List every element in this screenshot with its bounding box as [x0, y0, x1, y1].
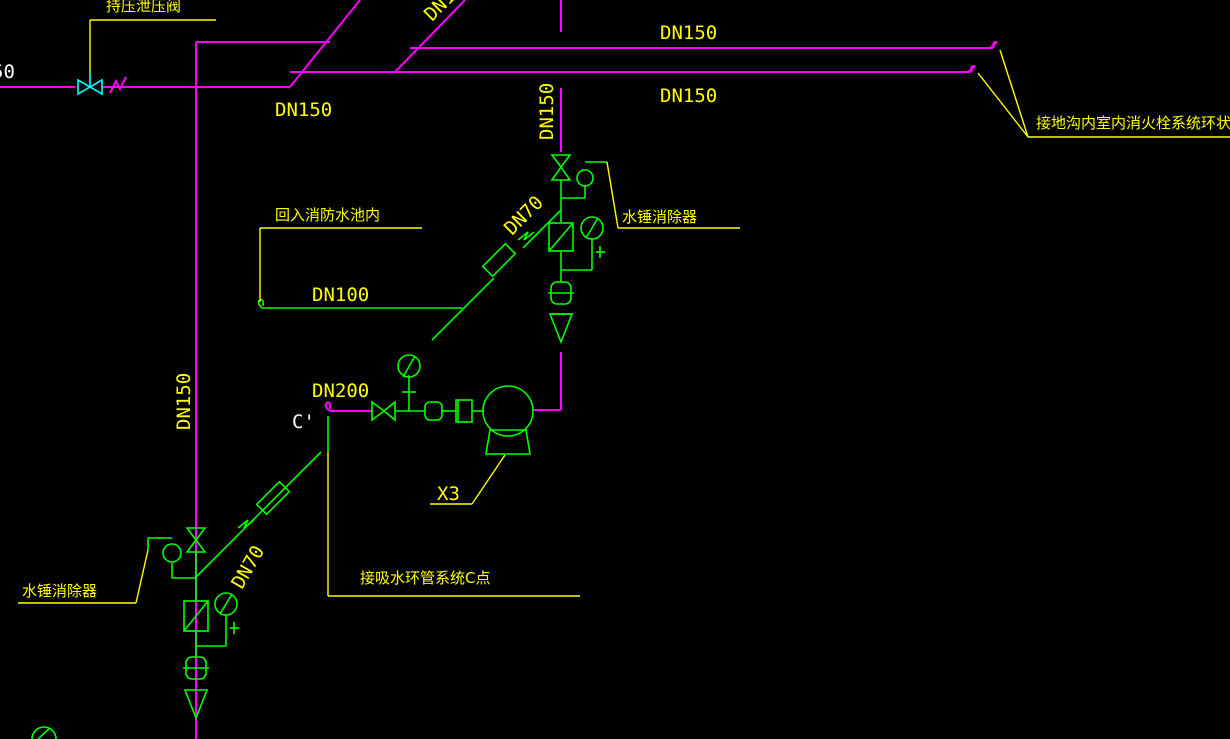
label-water-hammer-left: 水锤消除器 [22, 582, 97, 600]
riser-flex-joint [548, 281, 574, 345]
label-pump-x3: X3 [437, 483, 460, 505]
label-dn150-diag: DN150 [420, 0, 476, 26]
label-dn150-lower: DN150 [660, 85, 717, 107]
label-dn150-vertical: DN150 [173, 373, 195, 430]
label-point-c: C' [292, 411, 315, 433]
pipe-end-hooks [257, 40, 998, 412]
label-dn150-main: DN150 [275, 99, 332, 121]
label-dn100: DN100 [312, 284, 369, 306]
label-suction-c-point: 接吸水环管系统C点 [360, 569, 490, 587]
bottom-left-gauge [31, 726, 57, 739]
label-dn70-upper: DN70 [500, 192, 548, 240]
label-water-hammer-right: 水锤消除器 [622, 208, 697, 226]
left-check-valve [183, 592, 239, 647]
lower-dn70-fittings [237, 480, 291, 529]
relief-valve-symbol [77, 19, 216, 96]
riser-check-valve [548, 216, 605, 271]
suction-gate-valve [371, 354, 421, 422]
left-gate-valve [162, 527, 207, 563]
label-relief-valve: 持压泄压阀 [106, 0, 181, 15]
pipe-network [0, 0, 993, 739]
fire-pump [424, 385, 534, 455]
riser-gate-valve [550, 154, 594, 187]
label-left-edge: 50 [0, 61, 15, 83]
label-dn150-riser: DN150 [536, 83, 558, 140]
label-dn200: DN200 [312, 380, 369, 402]
upper-dn70-fittings [481, 231, 535, 278]
leader-lines [18, 49, 1230, 604]
label-return-pool: 回入消防水池内 [275, 206, 380, 224]
left-flex-joint [183, 656, 209, 721]
label-indoor-network: 接地沟内室内消火栓系统环状管网 [1036, 114, 1230, 132]
green-piping [147, 161, 607, 656]
label-dn70-lower: DN70 [227, 542, 269, 593]
label-dn150-top: DN150 [660, 22, 717, 44]
